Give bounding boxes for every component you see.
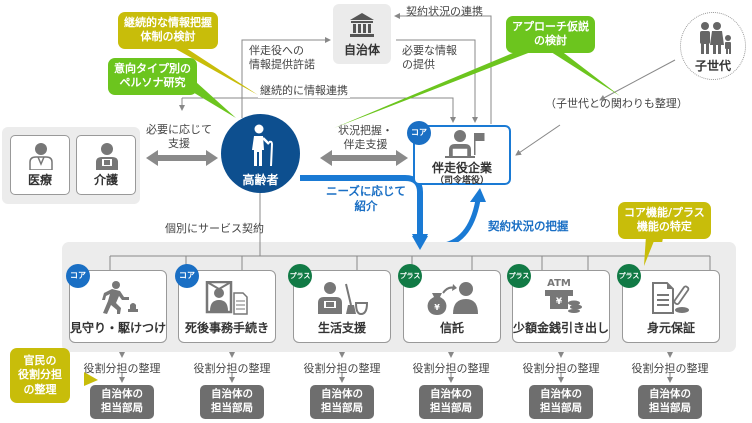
label-needed-info: 必要な情報 の提供 bbox=[402, 44, 457, 72]
badge-core: コア bbox=[175, 264, 199, 288]
medical-care-group: 医療 介護 bbox=[2, 127, 140, 204]
municipal-dept-box: 自治体の担当部局 bbox=[529, 385, 593, 419]
service-label: 身元保証 bbox=[646, 321, 695, 335]
elderly-with-cane-icon bbox=[252, 124, 274, 167]
elderly-node: 高齢者 bbox=[221, 114, 300, 193]
care-label: 介護 bbox=[93, 173, 118, 187]
doctor-icon bbox=[29, 143, 53, 170]
care-node: 介護 bbox=[76, 135, 136, 195]
municipal-dept-box: 自治体の担当部局 bbox=[638, 385, 702, 419]
elderly-label: 高齢者 bbox=[242, 173, 279, 187]
arrow-medical-elder bbox=[146, 150, 218, 166]
label-contract-link: 契約状況の連携 bbox=[406, 5, 483, 18]
document-seal-stamp-icon bbox=[652, 282, 690, 314]
atm-coins-icon: ATM ¥ bbox=[545, 278, 582, 313]
atm-text: ATM bbox=[547, 278, 571, 289]
callout-core-plus: コア機能/プラス 機能の特定 bbox=[618, 202, 711, 239]
memorial-portrait-document-icon bbox=[205, 281, 248, 315]
company-sublabel: （司令塔役） bbox=[434, 176, 489, 186]
role-label: 役割分担の整理 bbox=[193, 362, 271, 375]
callout-core-plus-pointer bbox=[644, 236, 656, 266]
label-child-relation: （子世代との関わりも整理） bbox=[545, 97, 688, 110]
badge-plus: プラス bbox=[507, 264, 531, 288]
municipal-dept-box: 自治体の担当部局 bbox=[200, 385, 264, 419]
label-individual-contract: 個別にサービス契約 bbox=[165, 222, 264, 235]
person-at-desk-with-flag-icon bbox=[445, 130, 485, 158]
callout-continuous-info: 継続的な情報把握 体制の検討 bbox=[118, 12, 218, 49]
callout-persona: 意向タイプ別の ペルソナ研究 bbox=[108, 58, 197, 95]
role-label: 役割分担の整理 bbox=[412, 362, 490, 375]
label-permit-info: 伴走役への 情報提供許諾 bbox=[249, 44, 315, 72]
service-card-posthumous: 死後事務手続き bbox=[178, 270, 276, 343]
role-label: 役割分担の整理 bbox=[303, 362, 381, 375]
label-status-support: 状況把握・ 伴走支援 bbox=[338, 124, 393, 152]
service-card-life-support: 生活支援 bbox=[293, 270, 391, 343]
yen-text: ¥ bbox=[556, 297, 563, 307]
callout-pointer-approach bbox=[334, 50, 536, 128]
badge-plus: プラス bbox=[288, 264, 312, 288]
company-label: 伴走役企業 bbox=[431, 161, 492, 175]
money-bag-to-person-icon: ¥ bbox=[427, 282, 478, 315]
role-label: 役割分担の整理 bbox=[522, 362, 600, 375]
role-label: 役割分担の整理 bbox=[631, 362, 709, 375]
company-core-badge: コア bbox=[407, 121, 431, 145]
service-label: 死後事務手続き bbox=[184, 321, 269, 335]
service-card-guarantor: 身元保証 bbox=[622, 270, 720, 343]
line-child-to-company bbox=[599, 59, 676, 101]
government-label: 自治体 bbox=[343, 43, 380, 57]
line-gov-to-company bbox=[396, 39, 478, 123]
badge-plus: プラス bbox=[398, 264, 422, 288]
callout-pointer-publicprivate bbox=[84, 372, 98, 386]
service-label: 見守り・駆けつけ bbox=[70, 321, 167, 335]
medical-label: 医療 bbox=[27, 173, 52, 187]
family-icon bbox=[700, 22, 731, 54]
arrow-elder-company bbox=[320, 150, 408, 166]
line-company-to-gov bbox=[394, 13, 492, 124]
service-label: 信託 bbox=[439, 321, 464, 335]
service-label: 少額金銭引き出し bbox=[513, 321, 610, 335]
label-continuous-link: 継続的に情報連携 bbox=[258, 84, 350, 99]
callout-approach: アプローチ仮説 の検討 bbox=[506, 16, 595, 53]
government-building-icon bbox=[350, 13, 374, 37]
service-label: 生活支援 bbox=[317, 321, 366, 335]
role-label: 役割分担の整理 bbox=[83, 362, 161, 375]
housekeeper-broom-icon bbox=[318, 282, 368, 315]
municipal-dept-box: 自治体の担当部局 bbox=[310, 385, 374, 419]
running-person-alarm-icon bbox=[102, 281, 138, 314]
badge-plus: プラス bbox=[617, 264, 641, 288]
callout-public-private: 官民の 役割分担 の整理 bbox=[10, 348, 70, 403]
caregiver-icon bbox=[96, 143, 118, 170]
label-introduce: ニーズに応じて 紹介 bbox=[326, 184, 406, 213]
child-generation-label: 子世代 bbox=[694, 59, 731, 73]
svg-text:¥: ¥ bbox=[434, 303, 440, 312]
municipal-dept-box: 自治体の担当部局 bbox=[419, 385, 483, 419]
badge-core: コア bbox=[66, 264, 90, 288]
label-contract-grasp: 契約状況の把握 bbox=[488, 219, 569, 233]
municipal-dept-box: 自治体の担当部局 bbox=[90, 385, 154, 419]
medical-node: 医療 bbox=[10, 135, 70, 195]
government-node: 自治体 bbox=[333, 4, 391, 64]
line-elder-to-gov bbox=[241, 37, 331, 118]
label-support-as-needed: 必要に応じて 支援 bbox=[146, 123, 212, 151]
child-generation-node: 子世代 bbox=[680, 12, 746, 80]
